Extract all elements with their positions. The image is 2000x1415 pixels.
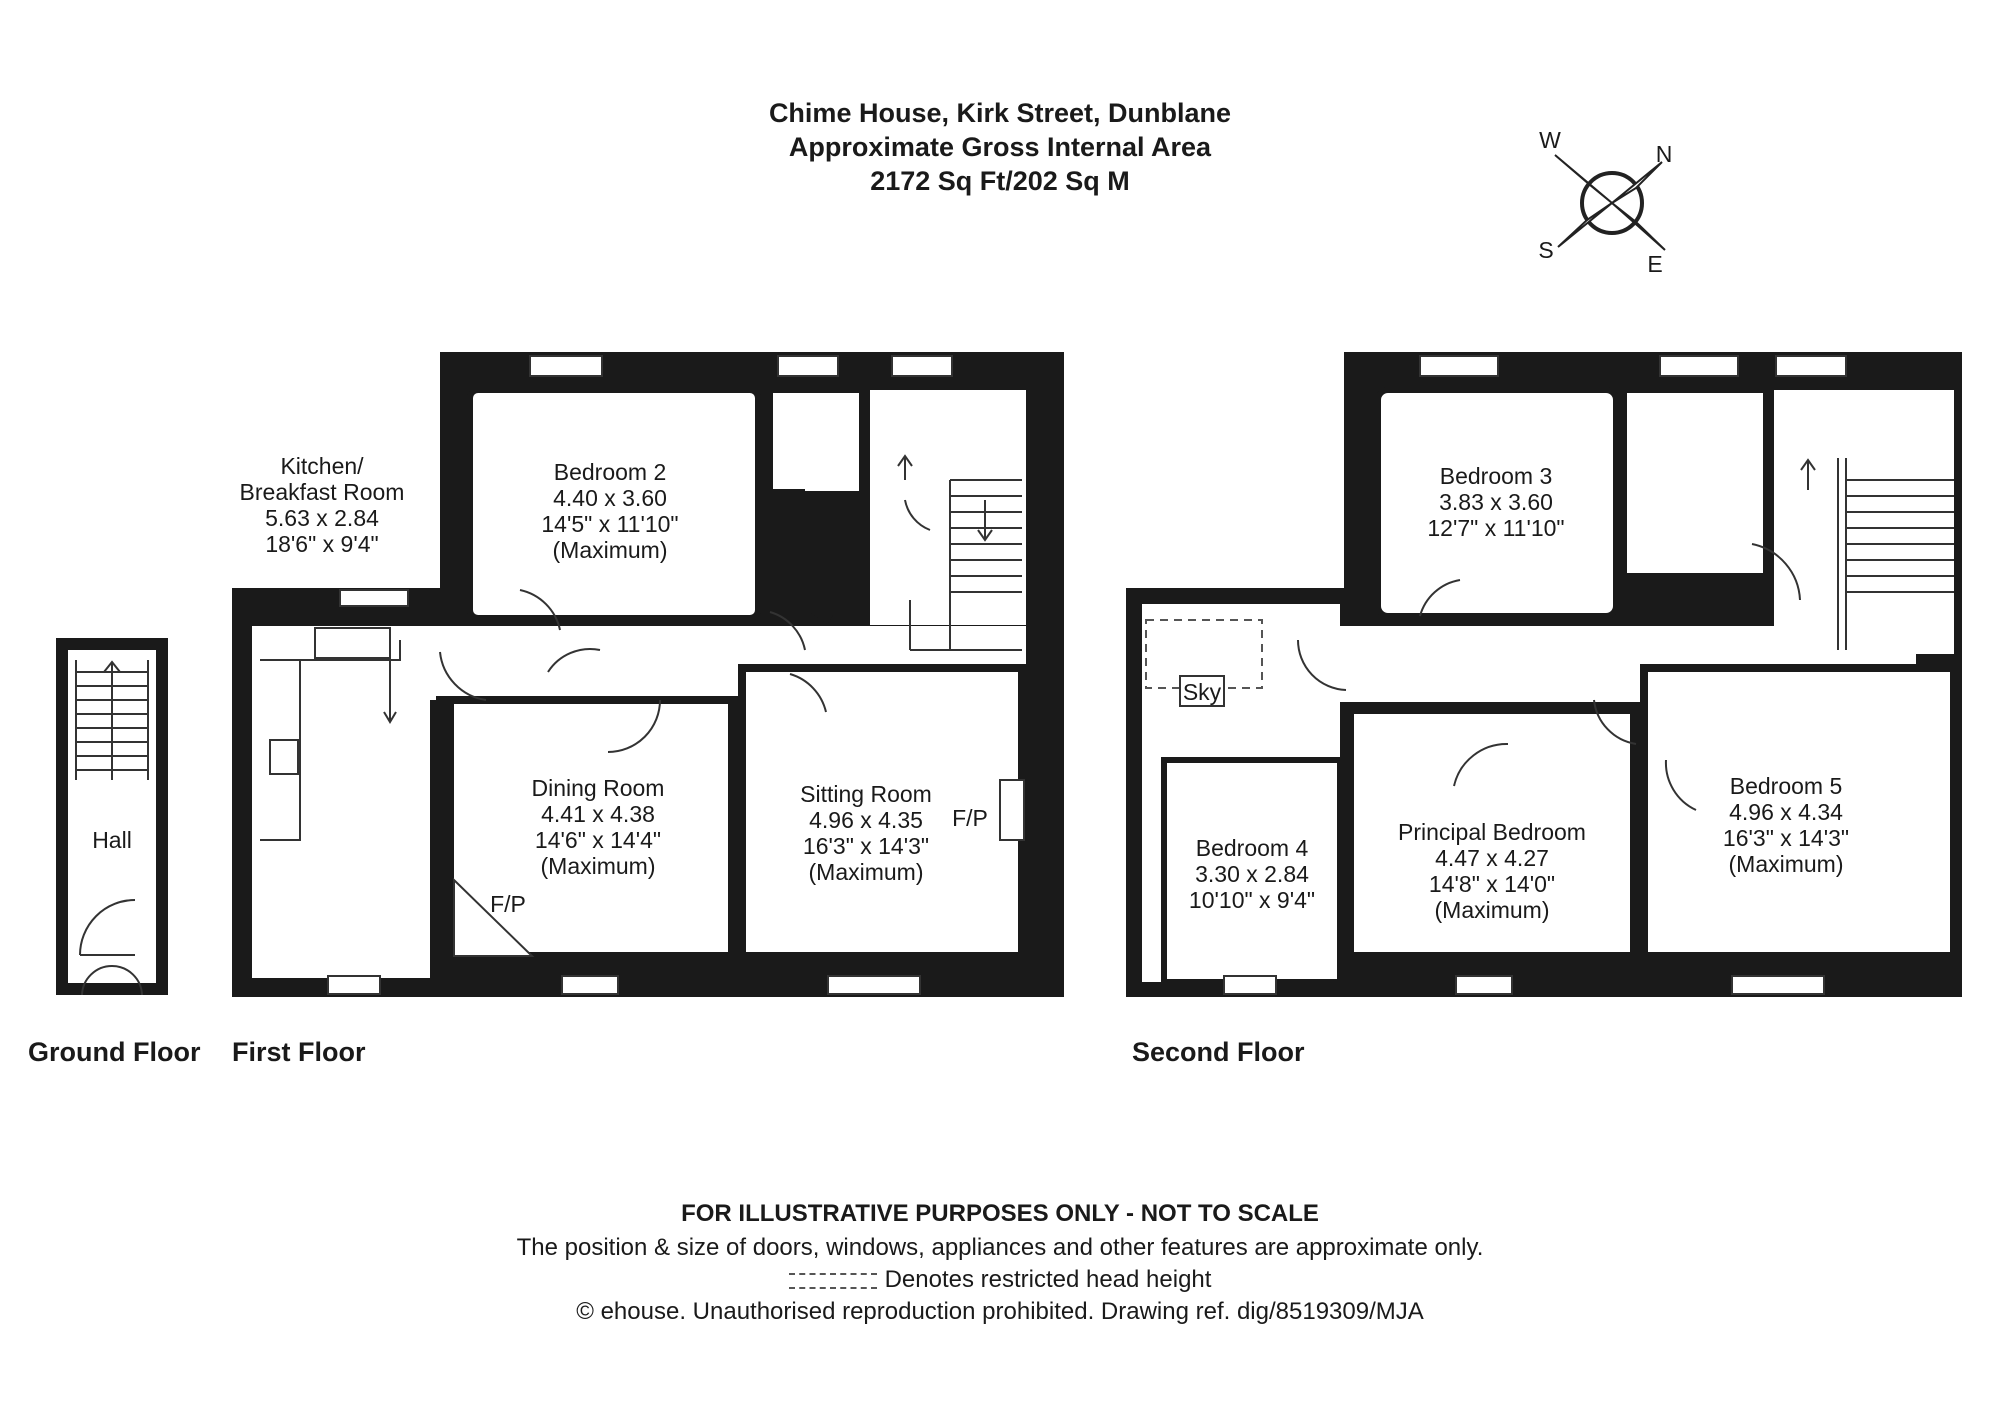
restricted-height-key-icon: [788, 1272, 877, 1289]
legend-row: Denotes restricted head height: [0, 1264, 2000, 1296]
room-labels: Hall Kitchen/ Breakfast Room 5.63 x 2.84…: [92, 453, 1849, 923]
first-floor-plan: [232, 352, 1064, 997]
second-floor-label: Second Floor: [1132, 1037, 1305, 1067]
legend-text: Denotes restricted head height: [884, 1266, 1212, 1293]
skylight-label: Sky: [1183, 679, 1222, 705]
plan-title: Chime House, Kirk Street, Dunblane: [768, 98, 1232, 128]
dining-metric: 4.41 x 4.38: [541, 801, 655, 827]
bedroom3-imperial: 12'7" x 11'10": [1427, 515, 1564, 541]
bedroom2-metric: 4.40 x 3.60: [553, 485, 667, 511]
bedroom3-name: Bedroom 3: [1440, 463, 1553, 489]
compass-s: S: [1538, 237, 1553, 263]
sitting-metric: 4.96 x 4.35: [809, 807, 923, 833]
plan-subtitle: Approximate Gross Internal Area: [788, 132, 1212, 162]
ground-floor-plan: [56, 638, 168, 996]
dining-fp: F/P: [490, 891, 526, 917]
copyright: © ehouse. Unauthorised reproduction proh…: [576, 1298, 1424, 1325]
kitchen-name-2: Breakfast Room: [240, 479, 405, 505]
principal-metric: 4.47 x 4.27: [1435, 845, 1549, 871]
disclaimer: FOR ILLUSTRATIVE PURPOSES ONLY - NOT TO …: [681, 1200, 1319, 1227]
dining-name: Dining Room: [532, 775, 665, 801]
compass-n: N: [1656, 141, 1673, 167]
bedroom2-imperial: 14'5" x 11'10": [541, 511, 678, 537]
sitting-imperial: 16'3" x 14'3": [803, 833, 929, 859]
bedroom5-name: Bedroom 5: [1730, 773, 1843, 799]
bedroom5-imperial: 16'3" x 14'3": [1723, 825, 1849, 851]
sitting-note: (Maximum): [809, 859, 924, 885]
sitting-fp: F/P: [952, 805, 988, 831]
sitting-name: Sitting Room: [800, 781, 932, 807]
approximation-note: The position & size of doors, windows, a…: [516, 1234, 1484, 1261]
second-floor-plan: Sky: [1126, 352, 1962, 997]
bedroom2-name: Bedroom 2: [554, 459, 667, 485]
bedroom5-note: (Maximum): [1729, 851, 1844, 877]
plan-area: 2172 Sq Ft/202 Sq M: [870, 166, 1130, 196]
bedroom4-metric: 3.30 x 2.84: [1195, 861, 1309, 887]
kitchen-metric: 5.63 x 2.84: [265, 505, 379, 531]
compass-icon: W N S E: [1538, 127, 1672, 277]
compass-e: E: [1647, 251, 1662, 277]
principal-note: (Maximum): [1435, 897, 1550, 923]
kitchen-name: Kitchen/: [280, 453, 364, 479]
kitchen-imperial: 18'6" x 9'4": [265, 531, 378, 557]
bedroom4-name: Bedroom 4: [1196, 835, 1309, 861]
bedroom2-note: (Maximum): [553, 537, 668, 563]
first-floor-label: First Floor: [232, 1037, 366, 1067]
principal-name: Principal Bedroom: [1398, 819, 1586, 845]
bedroom4-imperial: 10'10" x 9'4": [1189, 887, 1315, 913]
principal-imperial: 14'8" x 14'0": [1429, 871, 1555, 897]
bedroom5-metric: 4.96 x 4.34: [1729, 799, 1843, 825]
dining-note: (Maximum): [541, 853, 656, 879]
bedroom3-metric: 3.83 x 3.60: [1439, 489, 1553, 515]
dining-imperial: 14'6" x 14'4": [535, 827, 661, 853]
hall-label: Hall: [92, 827, 132, 853]
compass-w: W: [1539, 127, 1561, 153]
ground-floor-label: Ground Floor: [28, 1037, 201, 1067]
